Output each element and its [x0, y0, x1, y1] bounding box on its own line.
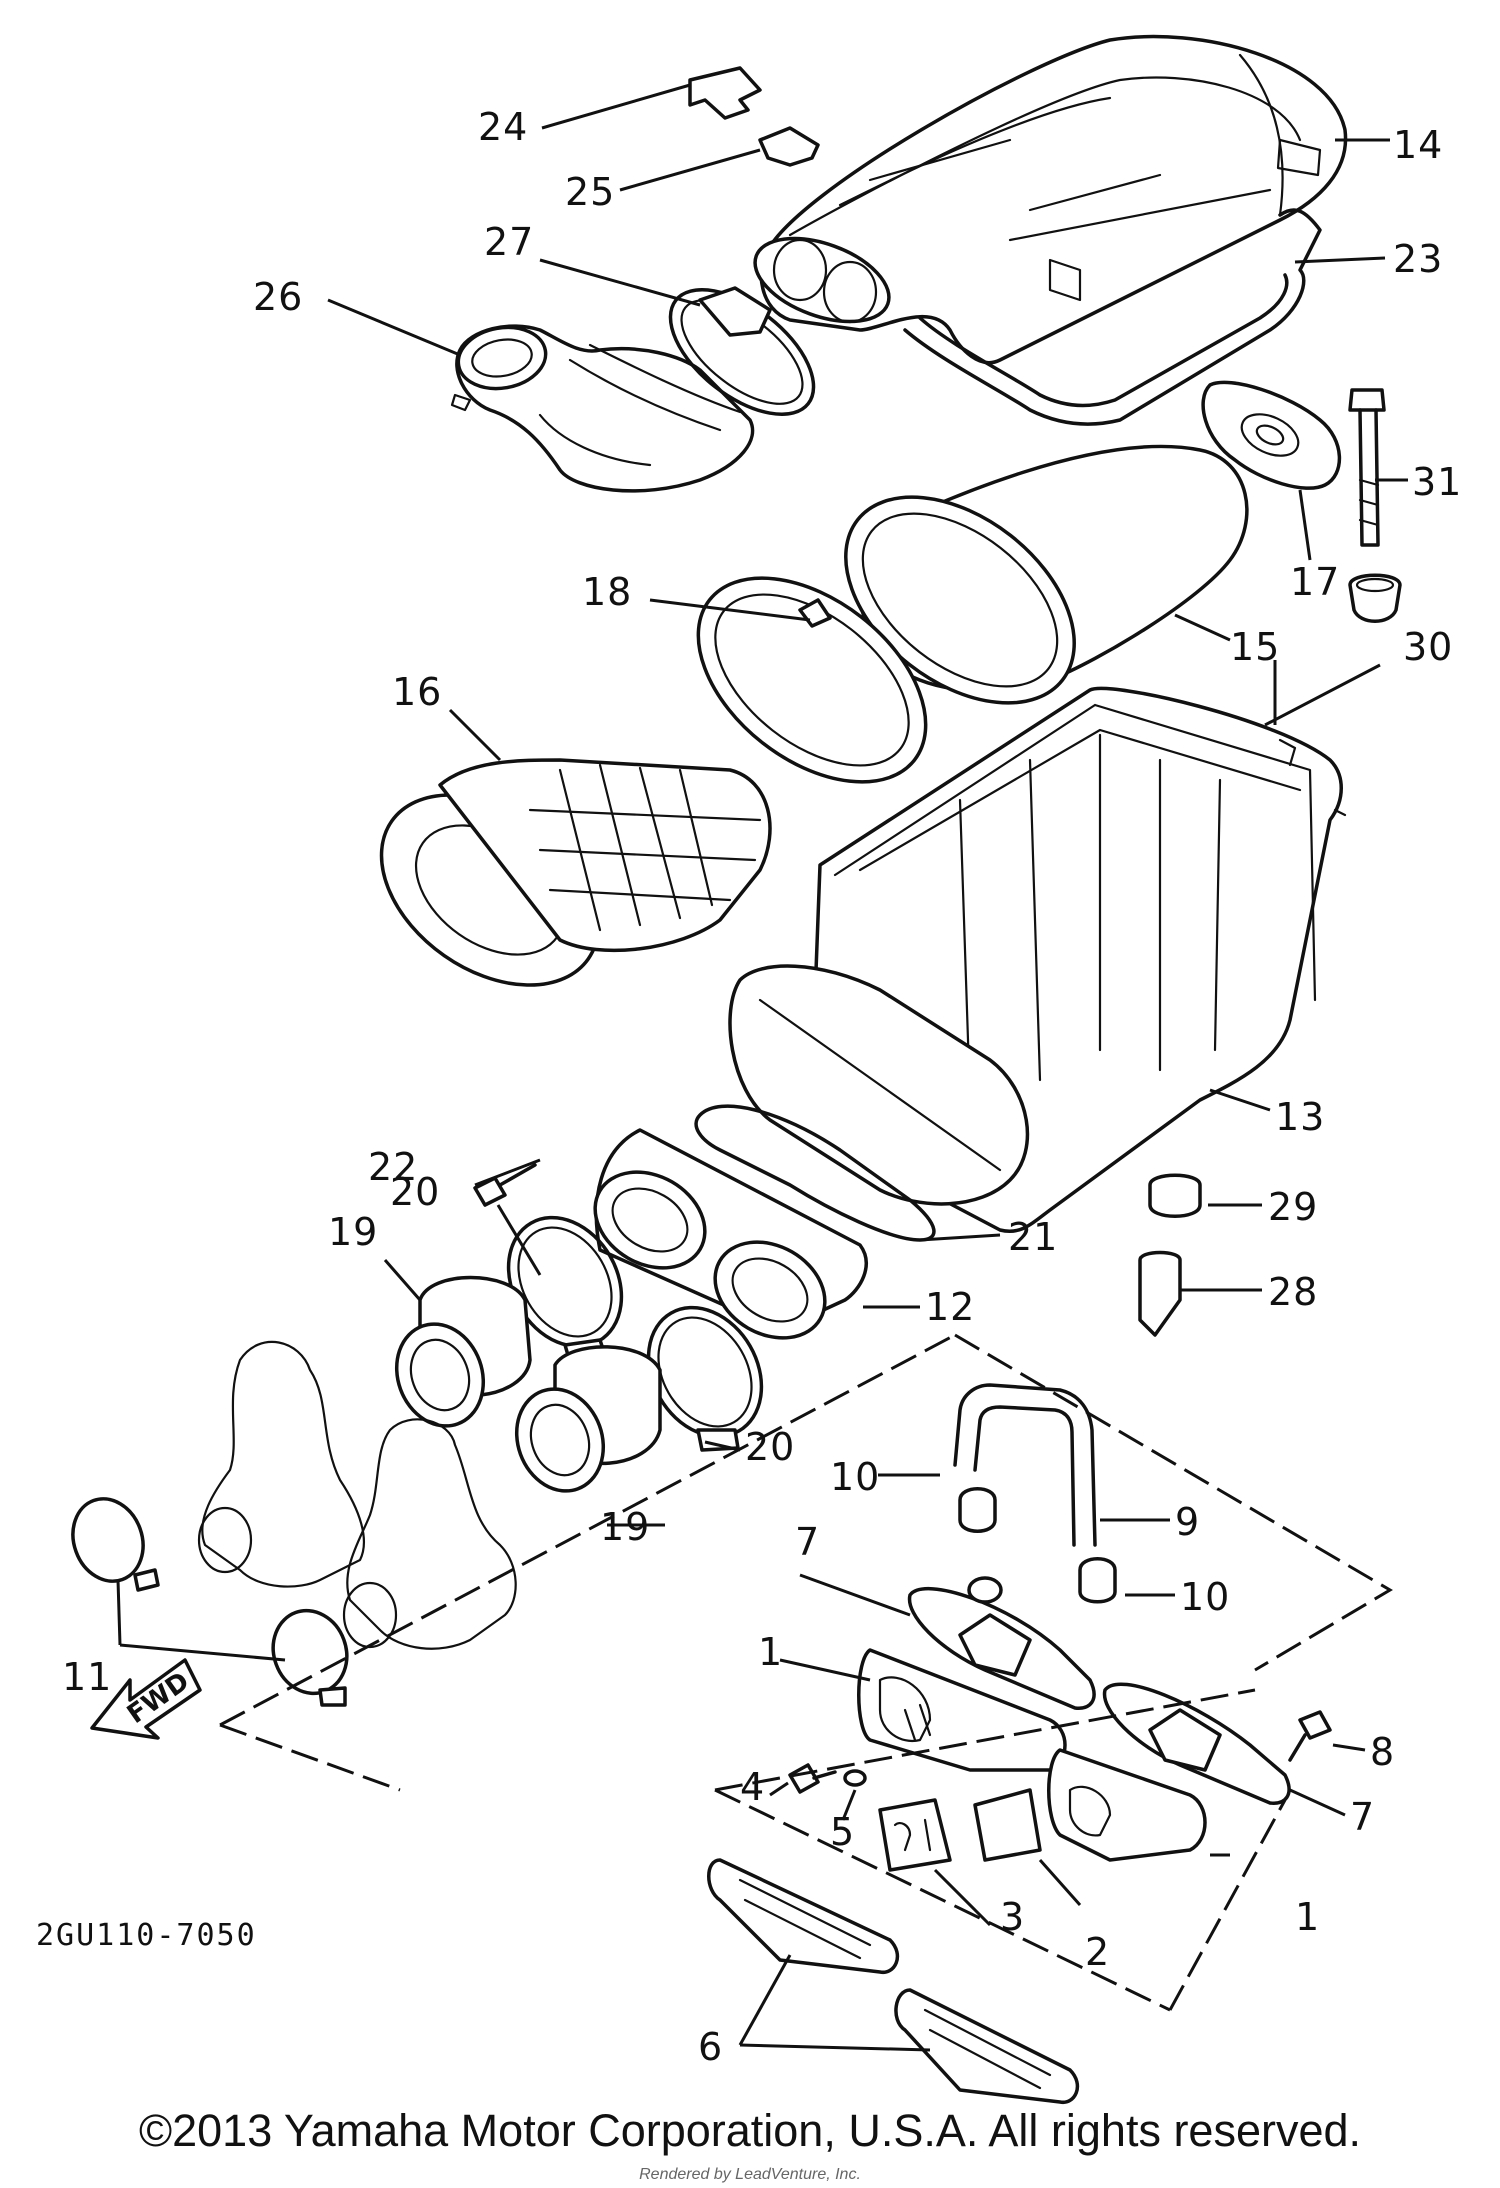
- part-13-air-box-case: [728, 686, 1347, 1233]
- copyright-notice: ©2013 Yamaha Motor Corporation, U.S.A. A…: [138, 2105, 1362, 2156]
- part-15-filter-element: [844, 444, 1249, 705]
- part-7-manifold-lower: [1102, 1682, 1291, 1805]
- part-31-bolt: [1348, 388, 1386, 547]
- callout-21: 21: [1008, 1215, 1058, 1259]
- part-25-clip: [758, 126, 820, 167]
- callout-7b: 7: [1350, 1795, 1375, 1839]
- callout-labels: 24 25 27 26 14 23 31 17 30 15 18 16 13 2…: [36, 105, 1462, 2069]
- callout-26: 26: [253, 275, 303, 319]
- part-23-cover-seal: [903, 208, 1322, 426]
- part-29-drain-plug: [1148, 1173, 1202, 1218]
- part-3-reed-valve: [878, 1798, 952, 1872]
- part-11-clamp-right: [271, 1608, 349, 1707]
- part-18-ring: [696, 576, 928, 784]
- callout-10b: 10: [1180, 1575, 1230, 1619]
- callout-30: 30: [1403, 625, 1453, 669]
- part-2-reed-stopper: [973, 1788, 1042, 1862]
- leader-lines: [116, 83, 1408, 2052]
- part-24-clip: [688, 66, 762, 120]
- part-12-air-joint: [593, 1128, 868, 1340]
- callout-13: 13: [1275, 1095, 1325, 1139]
- part-6-gasket-lower: [894, 1988, 1080, 2104]
- callout-12: 12: [925, 1285, 975, 1329]
- part-11-clamp-left: [71, 1497, 160, 1592]
- callout-28: 28: [1268, 1270, 1318, 1314]
- callout-31: 31: [1412, 460, 1462, 504]
- part-10-clip-upper: [958, 1487, 997, 1533]
- callout-25: 25: [565, 170, 615, 214]
- callout-1a: 1: [758, 1630, 783, 1674]
- part-30-grommet: [1348, 573, 1402, 623]
- part-19-carb-joint-lower: [514, 1345, 662, 1493]
- callout-16: 16: [392, 670, 442, 714]
- callout-15: 15: [1230, 625, 1280, 669]
- callout-8: 8: [1370, 1730, 1395, 1774]
- part-1-reed-valve-upper: [857, 1648, 1067, 1772]
- callout-4: 4: [740, 1765, 765, 1809]
- callout-2: 2: [1085, 1930, 1110, 1974]
- callout-20b: 20: [745, 1425, 795, 1469]
- part-17-cap: [1201, 380, 1342, 490]
- part-28-drain-pipe: [1138, 1250, 1182, 1337]
- callout-14: 14: [1393, 123, 1443, 167]
- callout-27: 27: [484, 220, 534, 264]
- part-14-air-box-cover: [753, 34, 1348, 365]
- diagram-code: 2GU110-7050: [36, 1918, 257, 1953]
- callout-23: 23: [1393, 237, 1443, 281]
- callout-24: 24: [478, 105, 528, 149]
- callout-11: 11: [62, 1655, 112, 1699]
- part-27-band: [668, 286, 816, 417]
- part-5-washer: [843, 1769, 867, 1787]
- callout-7a: 7: [795, 1520, 820, 1564]
- callout-29: 29: [1268, 1185, 1318, 1229]
- part-19-carb-joint-upper: [394, 1275, 532, 1428]
- part-9-hose: [953, 1383, 1097, 1547]
- part-16-filter-guide: [379, 758, 772, 987]
- group-lines: [219, 660, 1393, 2012]
- callout-19a: 19: [328, 1210, 378, 1254]
- callout-22: 22: [368, 1145, 418, 1189]
- part-7-manifold-upper: [907, 1576, 1096, 1710]
- callout-9: 9: [1175, 1500, 1200, 1544]
- part-8-bolt: [1288, 1710, 1332, 1762]
- callout-17: 17: [1290, 560, 1340, 604]
- part-10-clip-lower: [1078, 1557, 1117, 1604]
- callout-20a: 20: [390, 1170, 440, 1214]
- callout-10a: 10: [830, 1455, 880, 1499]
- callout-3: 3: [1000, 1895, 1025, 1939]
- part-26-intake-duct: [450, 324, 755, 493]
- callout-1b: 1: [1295, 1895, 1320, 1939]
- part-1-reed-valve-lower: [1047, 1748, 1207, 1862]
- part-6-gasket-upper: [707, 1858, 900, 1974]
- callout-6: 6: [698, 2025, 723, 2069]
- watermark-text: Rendered by LeadVenture, Inc.: [639, 2166, 861, 2183]
- part-22-screw: [473, 1163, 537, 1207]
- callout-19b: 19: [600, 1505, 650, 1549]
- callout-18: 18: [582, 570, 632, 614]
- callout-5: 5: [830, 1810, 855, 1854]
